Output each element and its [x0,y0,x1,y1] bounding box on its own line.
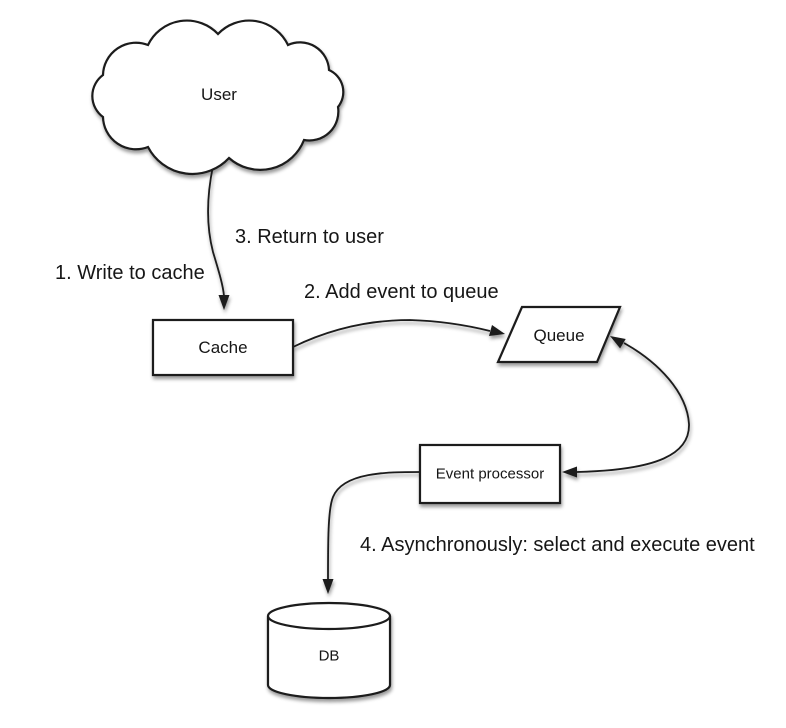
node-label-queue: Queue [533,326,585,345]
arrowhead-into-db [322,579,334,594]
db-cylinder-top-shape [266,601,392,631]
cache-box-shape [151,318,295,377]
arrowhead-into-event-processor [562,466,577,478]
edge-cache-to-queue [292,319,491,348]
node-label-db: DB [318,647,340,665]
node-label-user: User [201,85,237,104]
edge-label-add-event-to-queue: 2. Add event to queue [304,281,499,303]
user-cloud-shape [91,19,345,176]
edge-user-to-cache [207,165,225,297]
edge-queue-to-event-processor [576,342,690,473]
edge-label-async-select-execute: 4. Asynchronously: select and execute ev… [360,534,755,556]
node-label-cache: Cache [198,338,248,357]
db-cylinder-body-shape [266,616,392,700]
arrowhead-into-queue-right [610,336,626,349]
arrowhead-into-cache [218,295,230,310]
edge-label-write-to-cache: 1. Write to cache [55,262,205,284]
arrowhead-into-queue-left [489,325,505,336]
event-processor-box-shape [418,443,562,505]
edge-event-processor-to-db [327,471,421,580]
edge-label-return-to-user: 3. Return to user [235,226,384,248]
node-label-event-processor: Event processor [435,465,545,483]
queue-parallelogram-shape [496,305,622,364]
